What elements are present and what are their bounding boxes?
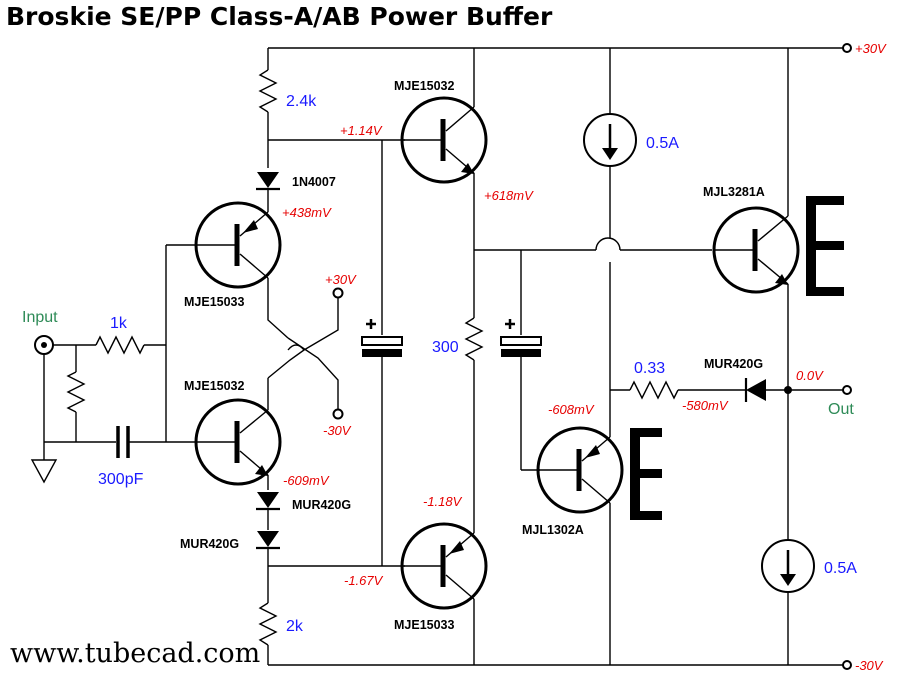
d-lower-1-label: MUR420G [292, 498, 351, 512]
positive-rail [268, 43, 852, 53]
resistor-input-shunt [66, 371, 86, 413]
transistor-output-npn [712, 206, 800, 294]
q-bottom-driver-label: MJE15033 [394, 618, 455, 632]
cs-top-value: 0.5A [646, 135, 679, 152]
transistor-output-pnp [536, 426, 624, 514]
current-source-bottom [761, 539, 815, 593]
r-input-value: 1k [110, 315, 128, 332]
heatsink-top [806, 196, 844, 296]
q-output-npn-label: MJL3281A [703, 185, 765, 199]
ground-symbol [30, 459, 58, 484]
voltage-v6: -1.67V [344, 573, 384, 588]
transistor-bottom-driver [400, 522, 488, 610]
d-lower-2-label: MUR420G [180, 537, 239, 551]
diode-mur420g-1 [256, 492, 280, 511]
cs-bottom-value: 0.5A [824, 560, 857, 577]
voltage-v9: 0.0V [796, 368, 824, 383]
negative-rail [268, 660, 852, 670]
website-url: www.tubecad.com [10, 638, 261, 669]
page-title: Broskie SE/PP Class-A/AB Power Buffer [6, 2, 553, 31]
rail-negative-label: -30V [855, 658, 884, 673]
q-output-pnp-label: MJL1302A [522, 523, 584, 537]
voltage-v8: -580mV [682, 398, 729, 413]
voltage-v2: +438mV [282, 205, 332, 220]
voltage-v3: +618mV [484, 188, 534, 203]
aux-positive-terminal [332, 287, 344, 299]
voltage-v1: +1.14V [340, 123, 383, 138]
current-source-top [583, 113, 637, 167]
diode-1n4007 [256, 172, 280, 191]
output-label: Out [828, 401, 854, 418]
diode-output-mur420g [744, 378, 766, 402]
q-top-driver-label: MJE15032 [394, 79, 455, 93]
capacitor-electrolytic-right [500, 319, 542, 357]
capacitor-300pf [116, 426, 130, 458]
resistor-300 [464, 317, 484, 361]
q-input-npn-label: MJE15032 [184, 379, 245, 393]
capacitor-electrolytic-left [361, 319, 403, 357]
aux-negative-terminal [332, 408, 344, 420]
q-input-pnp-label: MJE15033 [184, 295, 245, 309]
input-jack[interactable] [34, 335, 54, 355]
input-label: Input [22, 309, 58, 326]
voltage-v4: -609mV [283, 473, 330, 488]
c-input-value: 300pF [98, 471, 144, 488]
aux-positive-label: +30V [325, 272, 357, 287]
resistor-1k [95, 335, 145, 355]
output-terminal[interactable] [842, 385, 852, 395]
r-bottom-value: 2k [286, 618, 304, 635]
resistor-2k [258, 602, 278, 646]
d-output-label: MUR420G [704, 357, 763, 371]
transistor-input-pnp [194, 201, 282, 289]
d-1n4007-label: 1N4007 [292, 175, 336, 189]
transistor-input-npn [194, 398, 282, 486]
voltage-v7: -608mV [548, 402, 595, 417]
r-output-value: 0.33 [634, 360, 665, 377]
rail-positive-label: +30V [855, 41, 887, 56]
resistor-0-33 [629, 380, 679, 400]
heatsink-bottom [630, 428, 662, 520]
transistor-top-driver [400, 96, 488, 184]
diode-mur420g-2 [256, 531, 280, 550]
r-mid-value: 300 [432, 339, 459, 356]
resistor-2-4k [258, 69, 278, 113]
aux-negative-label: -30V [323, 423, 352, 438]
r-top-value: 2.4k [286, 93, 317, 110]
voltage-v5: -1.18V [423, 494, 463, 509]
